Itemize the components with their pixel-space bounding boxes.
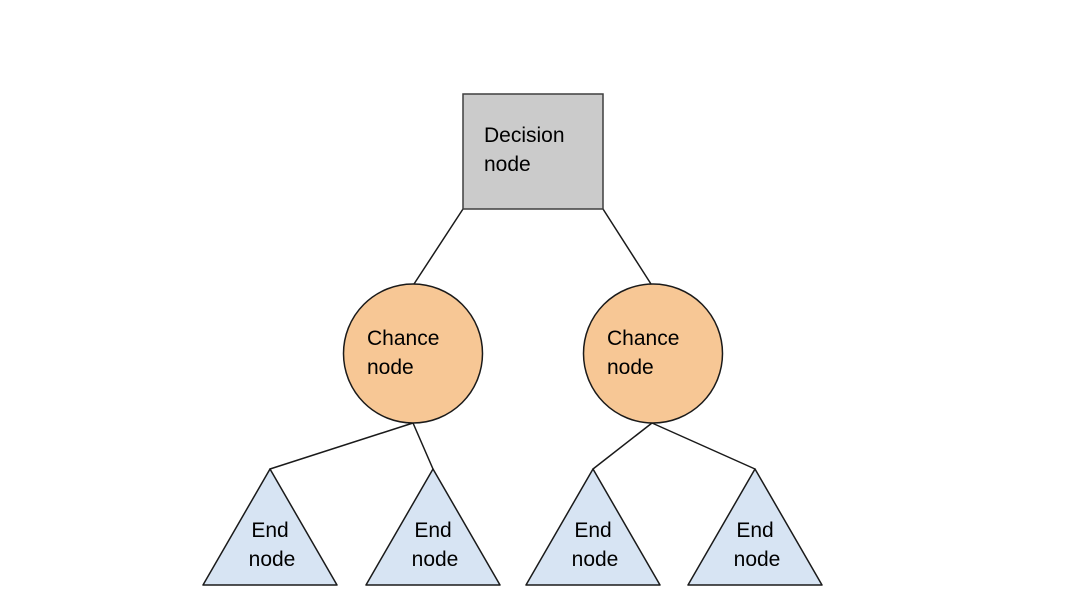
chance-node-left-label-line2: node <box>367 356 414 379</box>
end-node-3-label-line1: End <box>574 519 611 542</box>
end-node-2-label-line2: node <box>412 548 459 571</box>
end-node-1: End node <box>202 468 338 586</box>
chance-node-right-label-line2: node <box>607 356 654 379</box>
end-node-4: End node <box>687 468 823 586</box>
end-node-4-label-line1: End <box>736 519 773 542</box>
decision-node: Decision node <box>462 93 604 210</box>
end-node-3-label-line2: node <box>572 548 619 571</box>
decision-node-shape <box>462 93 604 210</box>
decision-node-label-line2: node <box>484 153 531 176</box>
end-node-4-shape <box>687 468 823 586</box>
end-node-1-shape <box>202 468 338 586</box>
decision-node-label-line1: Decision <box>484 124 565 147</box>
edge-chance-left-to-end-1 <box>269 422 414 470</box>
chance-node-left: Chance node <box>342 283 484 424</box>
end-node-3-shape <box>525 468 661 586</box>
edge-chance-left-to-end-2 <box>412 422 434 470</box>
chance-node-left-label-line1: Chance <box>367 327 439 350</box>
chance-node-left-shape <box>342 283 484 424</box>
edge-chance-right-to-end-3 <box>592 422 653 470</box>
end-node-3: End node <box>525 468 661 586</box>
edge-decision-to-chance-right <box>602 208 652 285</box>
edge-decision-to-chance-left <box>413 208 464 285</box>
chance-node-right-label-line1: Chance <box>607 327 679 350</box>
end-node-2-shape <box>365 468 501 586</box>
end-node-2: End node <box>365 468 501 586</box>
chance-node-right: Chance node <box>582 283 724 424</box>
edges <box>269 208 756 470</box>
end-node-4-label-line2: node <box>734 548 781 571</box>
chance-node-right-shape <box>582 283 724 424</box>
end-node-1-label-line2: node <box>249 548 296 571</box>
edge-chance-right-to-end-4 <box>651 422 756 470</box>
end-node-2-label-line1: End <box>414 519 451 542</box>
end-node-1-label-line1: End <box>251 519 288 542</box>
